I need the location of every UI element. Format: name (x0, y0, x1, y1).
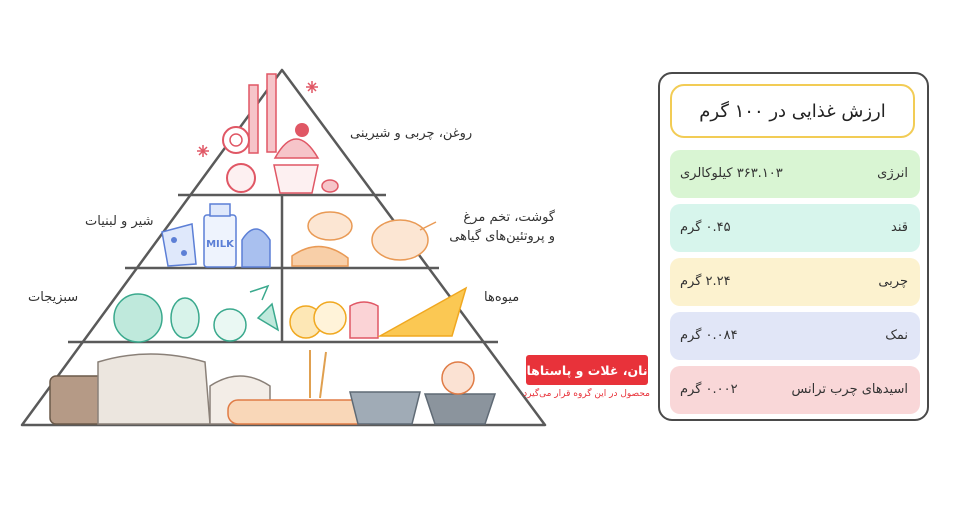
tier-label-protein-line1: گوشت، تخم مرغ (463, 210, 555, 225)
nutrition-row: چربی ۲.۲۴ گرم (670, 258, 920, 306)
tier-label-protein: گوشت، تخم مرغ و پروتئین‌های گیاهی (449, 208, 555, 246)
nutrition-row-value: ۰.۰۰۲ گرم (680, 382, 738, 397)
vegetables-illustration (113, 284, 280, 343)
tier-label-fruits: میوه‌ها (484, 290, 520, 305)
nutrition-row: قند ۰.۴۵ گرم (670, 204, 920, 252)
tier-label-dairy: شیر و لبنیات (85, 214, 154, 229)
food-pyramid: MILK (20, 68, 650, 427)
nutrition-row: نمک ۰.۰۸۴ گرم (670, 312, 920, 360)
protein-illustration (291, 211, 437, 267)
nutrition-title: ارزش غذایی در ۱۰۰ گرم (670, 84, 915, 138)
nutrition-row-name: اسیدهای چرب ترانس (791, 382, 908, 397)
nutrition-row-name: قند (891, 220, 908, 235)
nutrition-row-name: نمک (885, 328, 908, 343)
dairy-illustration: MILK (161, 203, 271, 268)
nutrition-panel: ارزش غذایی در ۱۰۰ گرم انرژی ۳۶۳.۱۰۳ کیلوک… (658, 72, 929, 421)
sparkle-icon (197, 81, 318, 157)
nutrition-row-value: ۰.۰۸۴ گرم (680, 328, 738, 343)
nutrition-row-value: ۲.۲۴ گرم (680, 274, 731, 289)
grains-highlight-badge: نان، غلات و پاستاها (526, 355, 648, 385)
milk-carton-label: MILK (206, 239, 235, 250)
fruits-illustration (289, 286, 468, 339)
tier-label-vegetables: سبزیجات (28, 290, 79, 305)
sweets-illustration (222, 73, 339, 194)
tier-label-protein-line2: و پروتئین‌های گیاهی (449, 229, 555, 244)
nutrition-row: اسیدهای چرب ترانس ۰.۰۰۲ گرم (670, 366, 920, 414)
nutrition-row-value: ۳۶۳.۱۰۳ کیلوکالری (680, 166, 783, 181)
pyramid-graphic: MILK (20, 68, 547, 427)
nutrition-row-value: ۰.۴۵ گرم (680, 220, 731, 235)
tier-label-sweets: روغن، چربی و شیرینی (350, 126, 473, 141)
nutrition-row-name: انرژی (877, 166, 908, 181)
nutrition-row: انرژی ۳۶۳.۱۰۳ کیلوکالری (670, 150, 920, 198)
nutrition-row-name: چربی (878, 274, 908, 289)
grains-highlight-note: محصول در این گروه قرار می‌گیرد (523, 389, 650, 399)
grains-illustration (49, 350, 497, 425)
